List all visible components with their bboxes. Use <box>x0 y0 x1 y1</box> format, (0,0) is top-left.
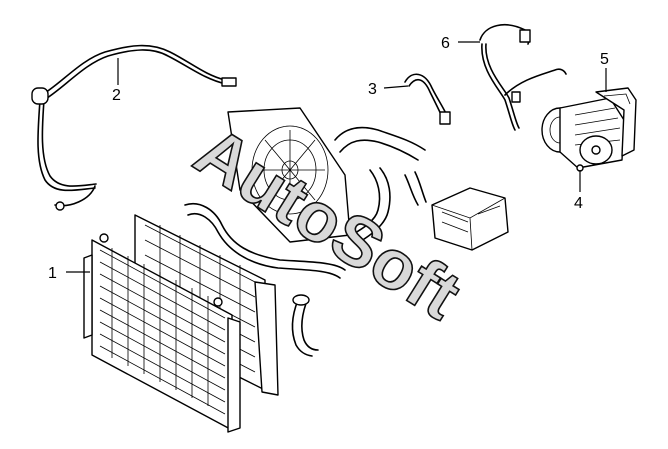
ac-hose-part-6 <box>479 24 567 131</box>
callout-label-1: 1 <box>48 265 57 282</box>
hose-coupling-icon <box>31 87 49 105</box>
ac-condenser-part-1 <box>83 233 241 433</box>
callout-2: 2 <box>112 58 121 104</box>
callout-label-3: 3 <box>368 81 377 98</box>
callout-1: 1 <box>48 265 90 282</box>
callout-3: 3 <box>368 81 409 98</box>
callout-label-4: 4 <box>574 195 583 212</box>
expansion-tank <box>431 187 509 251</box>
callout-5: 5 <box>600 51 609 92</box>
callout-4: 4 <box>574 170 583 212</box>
cooling-fan-shroud <box>227 107 351 243</box>
callout-label-6: 6 <box>441 35 450 52</box>
callout-label-5: 5 <box>600 51 609 68</box>
hose-fitting-icon <box>221 77 237 87</box>
ac-compressor-part-4 <box>541 97 625 172</box>
ac-hose-part-3 <box>404 73 451 125</box>
coolant-hoses <box>184 126 427 357</box>
callout-label-2: 2 <box>112 87 121 104</box>
ac-hose-part-2 <box>31 44 237 211</box>
compressor-bracket-part-5 <box>595 87 637 157</box>
callout-6: 6 <box>441 35 480 52</box>
